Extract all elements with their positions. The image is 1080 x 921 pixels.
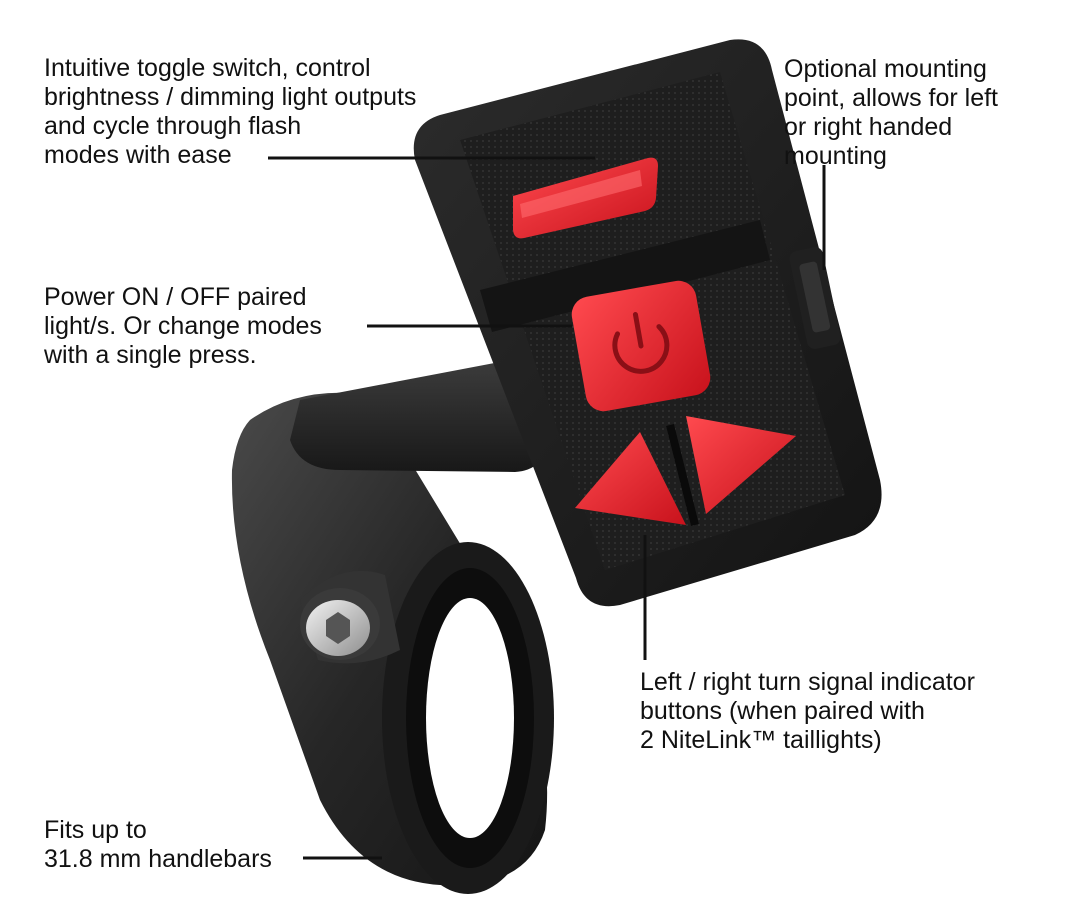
handlebar-clamp [231, 392, 554, 894]
leader-lines [268, 156, 826, 860]
triangle-right-icon [686, 416, 796, 514]
clamp-bolt [300, 588, 380, 660]
mount-arm [290, 360, 548, 472]
side-mounting-point [789, 247, 841, 349]
power-icon [612, 311, 670, 374]
power-button[interactable] [569, 278, 713, 414]
callout-turn-signal: Left / right turn signal indicator butto… [640, 668, 975, 754]
callout-toggle-switch: Intuitive toggle switch, control brightn… [44, 54, 417, 169]
turn-right-button[interactable] [686, 416, 796, 514]
callout-handlebar-fit: Fits up to 31.8 mm handlebars [44, 816, 272, 873]
turn-left-button[interactable] [575, 432, 686, 525]
triangle-left-icon [575, 432, 686, 525]
callout-power-button: Power ON / OFF paired light/s. Or change… [44, 283, 322, 369]
toggle-switch[interactable] [513, 157, 658, 239]
callout-mounting-point: Optional mounting point, allows for left… [784, 55, 998, 170]
button-divider [666, 424, 699, 526]
